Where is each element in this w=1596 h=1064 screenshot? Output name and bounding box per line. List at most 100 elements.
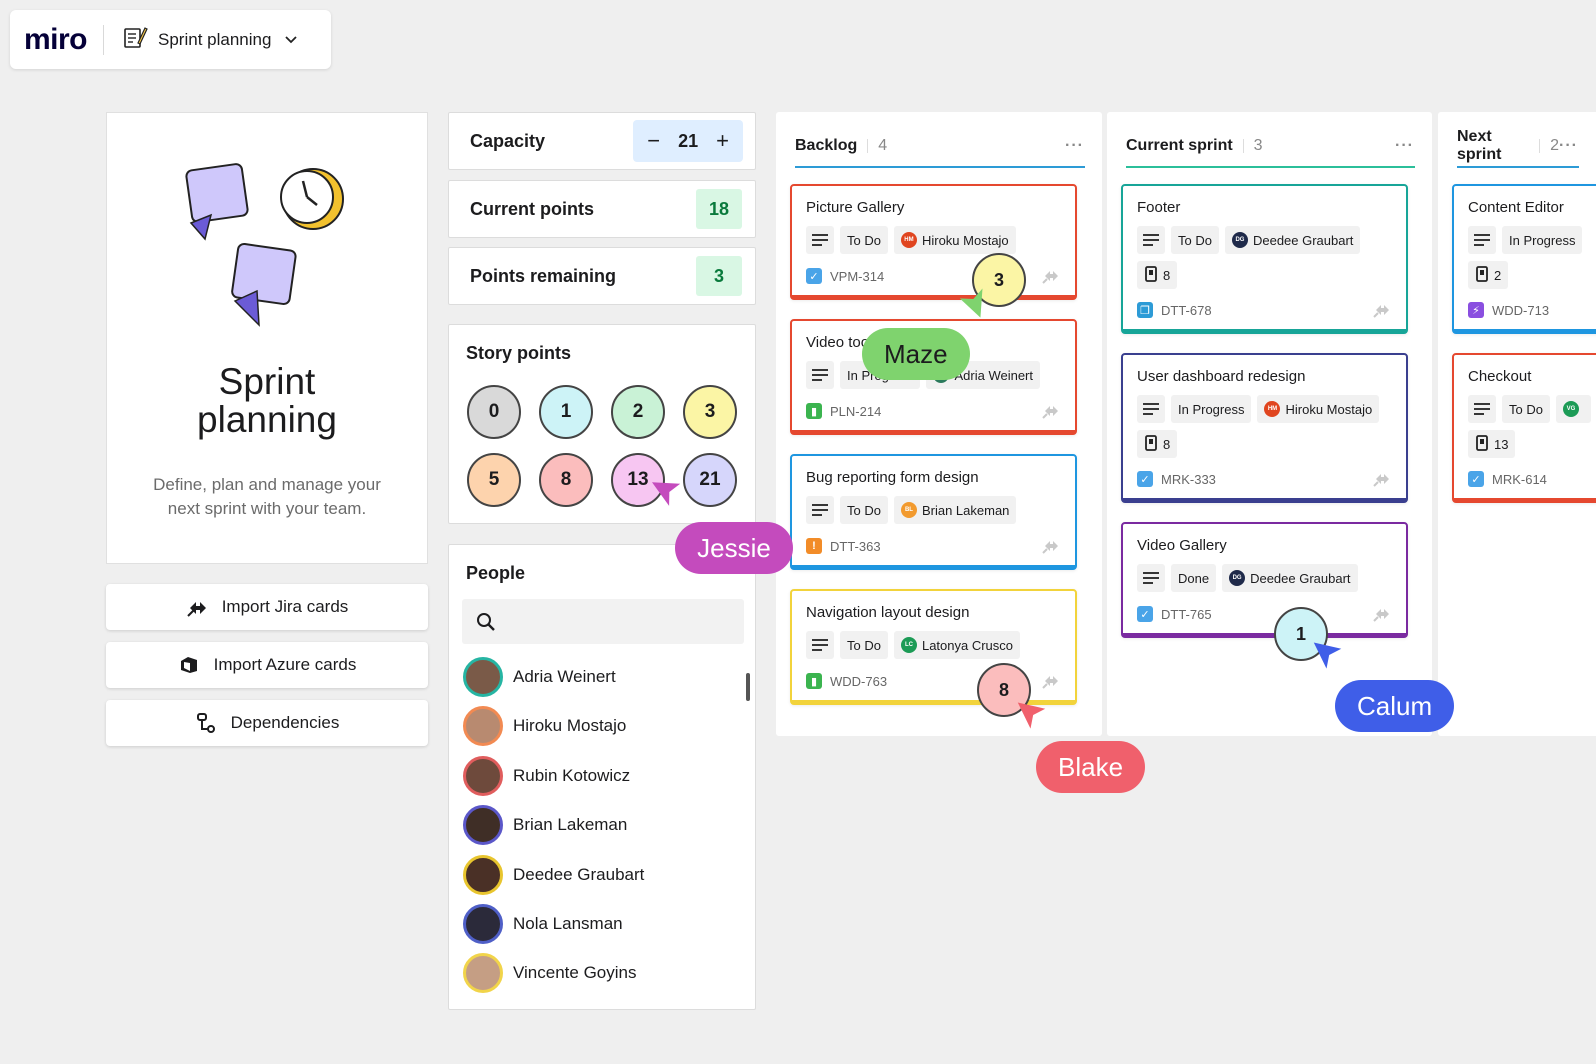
collaborator-name-tag: Maze bbox=[862, 328, 970, 380]
column-title: Next sprint bbox=[1457, 128, 1502, 163]
points-row: 8 bbox=[1137, 261, 1178, 289]
collaborator-name-tag: Blake bbox=[1036, 741, 1146, 793]
person-item[interactable]: Nola Lansman bbox=[463, 904, 623, 944]
jira-icon bbox=[1041, 670, 1061, 690]
story-point-token[interactable]: 1 bbox=[539, 385, 593, 439]
card-stack-icon bbox=[1475, 434, 1489, 454]
column-underline bbox=[1457, 166, 1579, 168]
status-chip[interactable]: To Do bbox=[840, 631, 888, 659]
status-chip[interactable]: To Do bbox=[1502, 395, 1550, 423]
card-stack-icon bbox=[1144, 265, 1158, 285]
person-item[interactable]: Deedee Graubart bbox=[463, 854, 644, 895]
status-chip[interactable]: To Do bbox=[1171, 226, 1219, 254]
avatar bbox=[463, 706, 503, 747]
miro-logo[interactable]: miro bbox=[24, 22, 88, 56]
card-key: ▮PLN-214 bbox=[806, 403, 881, 419]
more-options-icon[interactable]: ··· bbox=[1065, 137, 1084, 154]
person-item[interactable]: Adria Weinert bbox=[463, 657, 616, 697]
story-point-token[interactable]: 0 bbox=[467, 385, 521, 439]
import-azure-button[interactable]: Import Azure cards bbox=[106, 642, 428, 688]
people-search[interactable] bbox=[462, 599, 744, 644]
decrement-button[interactable]: − bbox=[647, 128, 661, 153]
issue-type-icon: ❐ bbox=[1137, 302, 1153, 318]
story-point-token[interactable]: 3 bbox=[683, 385, 737, 439]
story-point-token[interactable]: 8 bbox=[539, 453, 593, 507]
collaborator-cursor-icon bbox=[951, 278, 995, 322]
points-chip[interactable]: 8 bbox=[1137, 261, 1178, 289]
points-chip[interactable]: 2 bbox=[1468, 261, 1509, 289]
board-name-dropdown[interactable]: Sprint planning bbox=[122, 24, 298, 55]
points-row: 2 bbox=[1468, 261, 1509, 289]
card-key: ❐DTT-678 bbox=[1137, 302, 1212, 318]
person-item[interactable]: Brian Lakeman bbox=[463, 805, 628, 846]
column-count: 3 bbox=[1242, 138, 1263, 154]
increment-button[interactable]: + bbox=[716, 128, 729, 153]
status-label: To Do bbox=[1178, 232, 1212, 248]
more-options-icon[interactable]: ··· bbox=[1395, 137, 1414, 154]
lines-icon[interactable] bbox=[806, 496, 834, 524]
assignee-chip[interactable]: VG bbox=[1555, 395, 1591, 423]
dependencies-button[interactable]: Dependencies bbox=[106, 700, 428, 746]
person-item[interactable]: Hiroku Mostajo bbox=[463, 706, 626, 747]
status-chip[interactable]: Done bbox=[1171, 564, 1217, 592]
column-count: 4 bbox=[867, 138, 887, 154]
assignee-name: Hiroku Mostajo bbox=[921, 232, 1009, 248]
story-point-token[interactable]: 13 bbox=[611, 453, 665, 507]
lines-icon[interactable] bbox=[806, 226, 834, 254]
status-chip[interactable]: To Do bbox=[840, 226, 888, 254]
story-point-token[interactable]: 5 bbox=[467, 453, 521, 507]
jira-icon bbox=[1372, 299, 1392, 319]
status-chip[interactable]: To Do bbox=[840, 496, 888, 524]
notepad-pencil-icon bbox=[122, 24, 148, 55]
points-row: 13 bbox=[1468, 430, 1516, 458]
status-chip[interactable]: In Progress bbox=[1171, 395, 1252, 423]
lines-icon[interactable] bbox=[1137, 564, 1165, 592]
lines-icon[interactable] bbox=[1468, 395, 1496, 423]
person-item[interactable]: Vincente Goyins bbox=[463, 953, 636, 994]
issue-type-icon: ✓ bbox=[1137, 606, 1153, 622]
points-value: 8 bbox=[1163, 267, 1171, 283]
search-input[interactable] bbox=[506, 612, 726, 631]
card-title: Picture Gallery bbox=[806, 199, 905, 216]
points-chip[interactable]: 13 bbox=[1468, 430, 1516, 458]
lines-icon[interactable] bbox=[1137, 226, 1165, 254]
issue-key: DTT-363 bbox=[830, 538, 881, 554]
people-scrollbar[interactable] bbox=[746, 673, 750, 701]
status-chip[interactable]: In Progress bbox=[1502, 226, 1583, 254]
story-point-token[interactable]: 21 bbox=[683, 453, 737, 507]
person-item[interactable]: Rubin Kotowicz bbox=[463, 755, 630, 796]
jira-icon bbox=[1372, 603, 1392, 623]
import-jira-button[interactable]: Import Jira cards bbox=[106, 584, 428, 630]
collaborator-cursor-icon bbox=[1013, 694, 1052, 733]
more-options-icon[interactable]: ··· bbox=[1559, 137, 1578, 154]
assignee-name: Brian Lakeman bbox=[921, 502, 1010, 518]
lines-icon[interactable] bbox=[1137, 395, 1165, 423]
lines-icon[interactable] bbox=[1468, 226, 1496, 254]
lines-icon[interactable] bbox=[806, 361, 834, 389]
story-points-title: Story points bbox=[466, 343, 572, 363]
story-point-token[interactable]: 2 bbox=[611, 385, 665, 439]
person-name: Brian Lakeman bbox=[513, 815, 628, 835]
card-title: Footer bbox=[1137, 199, 1181, 216]
lines-icon[interactable] bbox=[806, 631, 834, 659]
capacity-stepper[interactable]: − 21 + bbox=[633, 120, 743, 162]
points-chip[interactable]: 8 bbox=[1137, 430, 1178, 458]
